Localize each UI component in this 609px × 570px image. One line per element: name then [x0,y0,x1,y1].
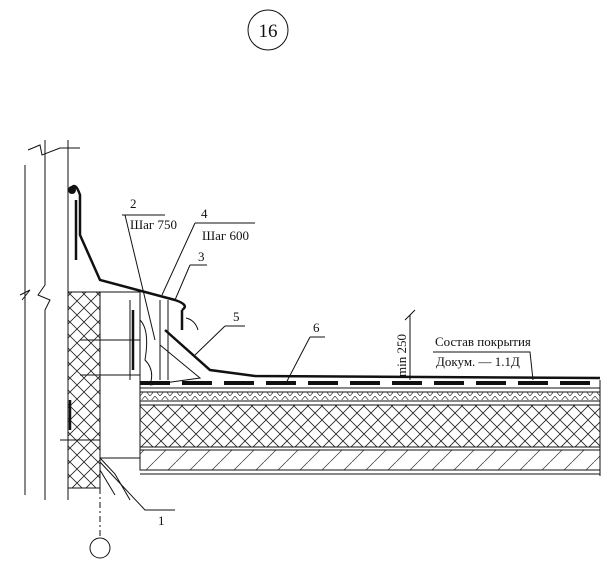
support-bracket [60,291,199,459]
fillet [149,344,202,386]
callout-2-note: Шаг 750 [130,217,177,232]
callout-5: 5 [233,309,240,324]
callout-4: 4 [201,206,208,221]
callout-3: 3 [198,249,205,264]
parapet-flashing [68,184,186,430]
min-height-dimension: min 250 [394,334,409,377]
callout-leaders [99,214,534,511]
roof-composition-reference: Докум. — 1.1Д [436,354,520,369]
axis-marker [89,460,111,559]
callout-4-note: Шаг 600 [202,228,249,243]
wall [19,140,101,500]
callout-1: 1 [158,513,165,528]
roof-build-up [99,380,601,501]
sheet-number: 16 [259,21,278,42]
sheet-number-badge: 16 [247,9,289,51]
callout-2: 2 [130,196,137,211]
roof-composition-title: Состав покрытия [435,334,531,349]
callout-6: 6 [313,320,320,335]
membrane-upstand [164,329,601,380]
